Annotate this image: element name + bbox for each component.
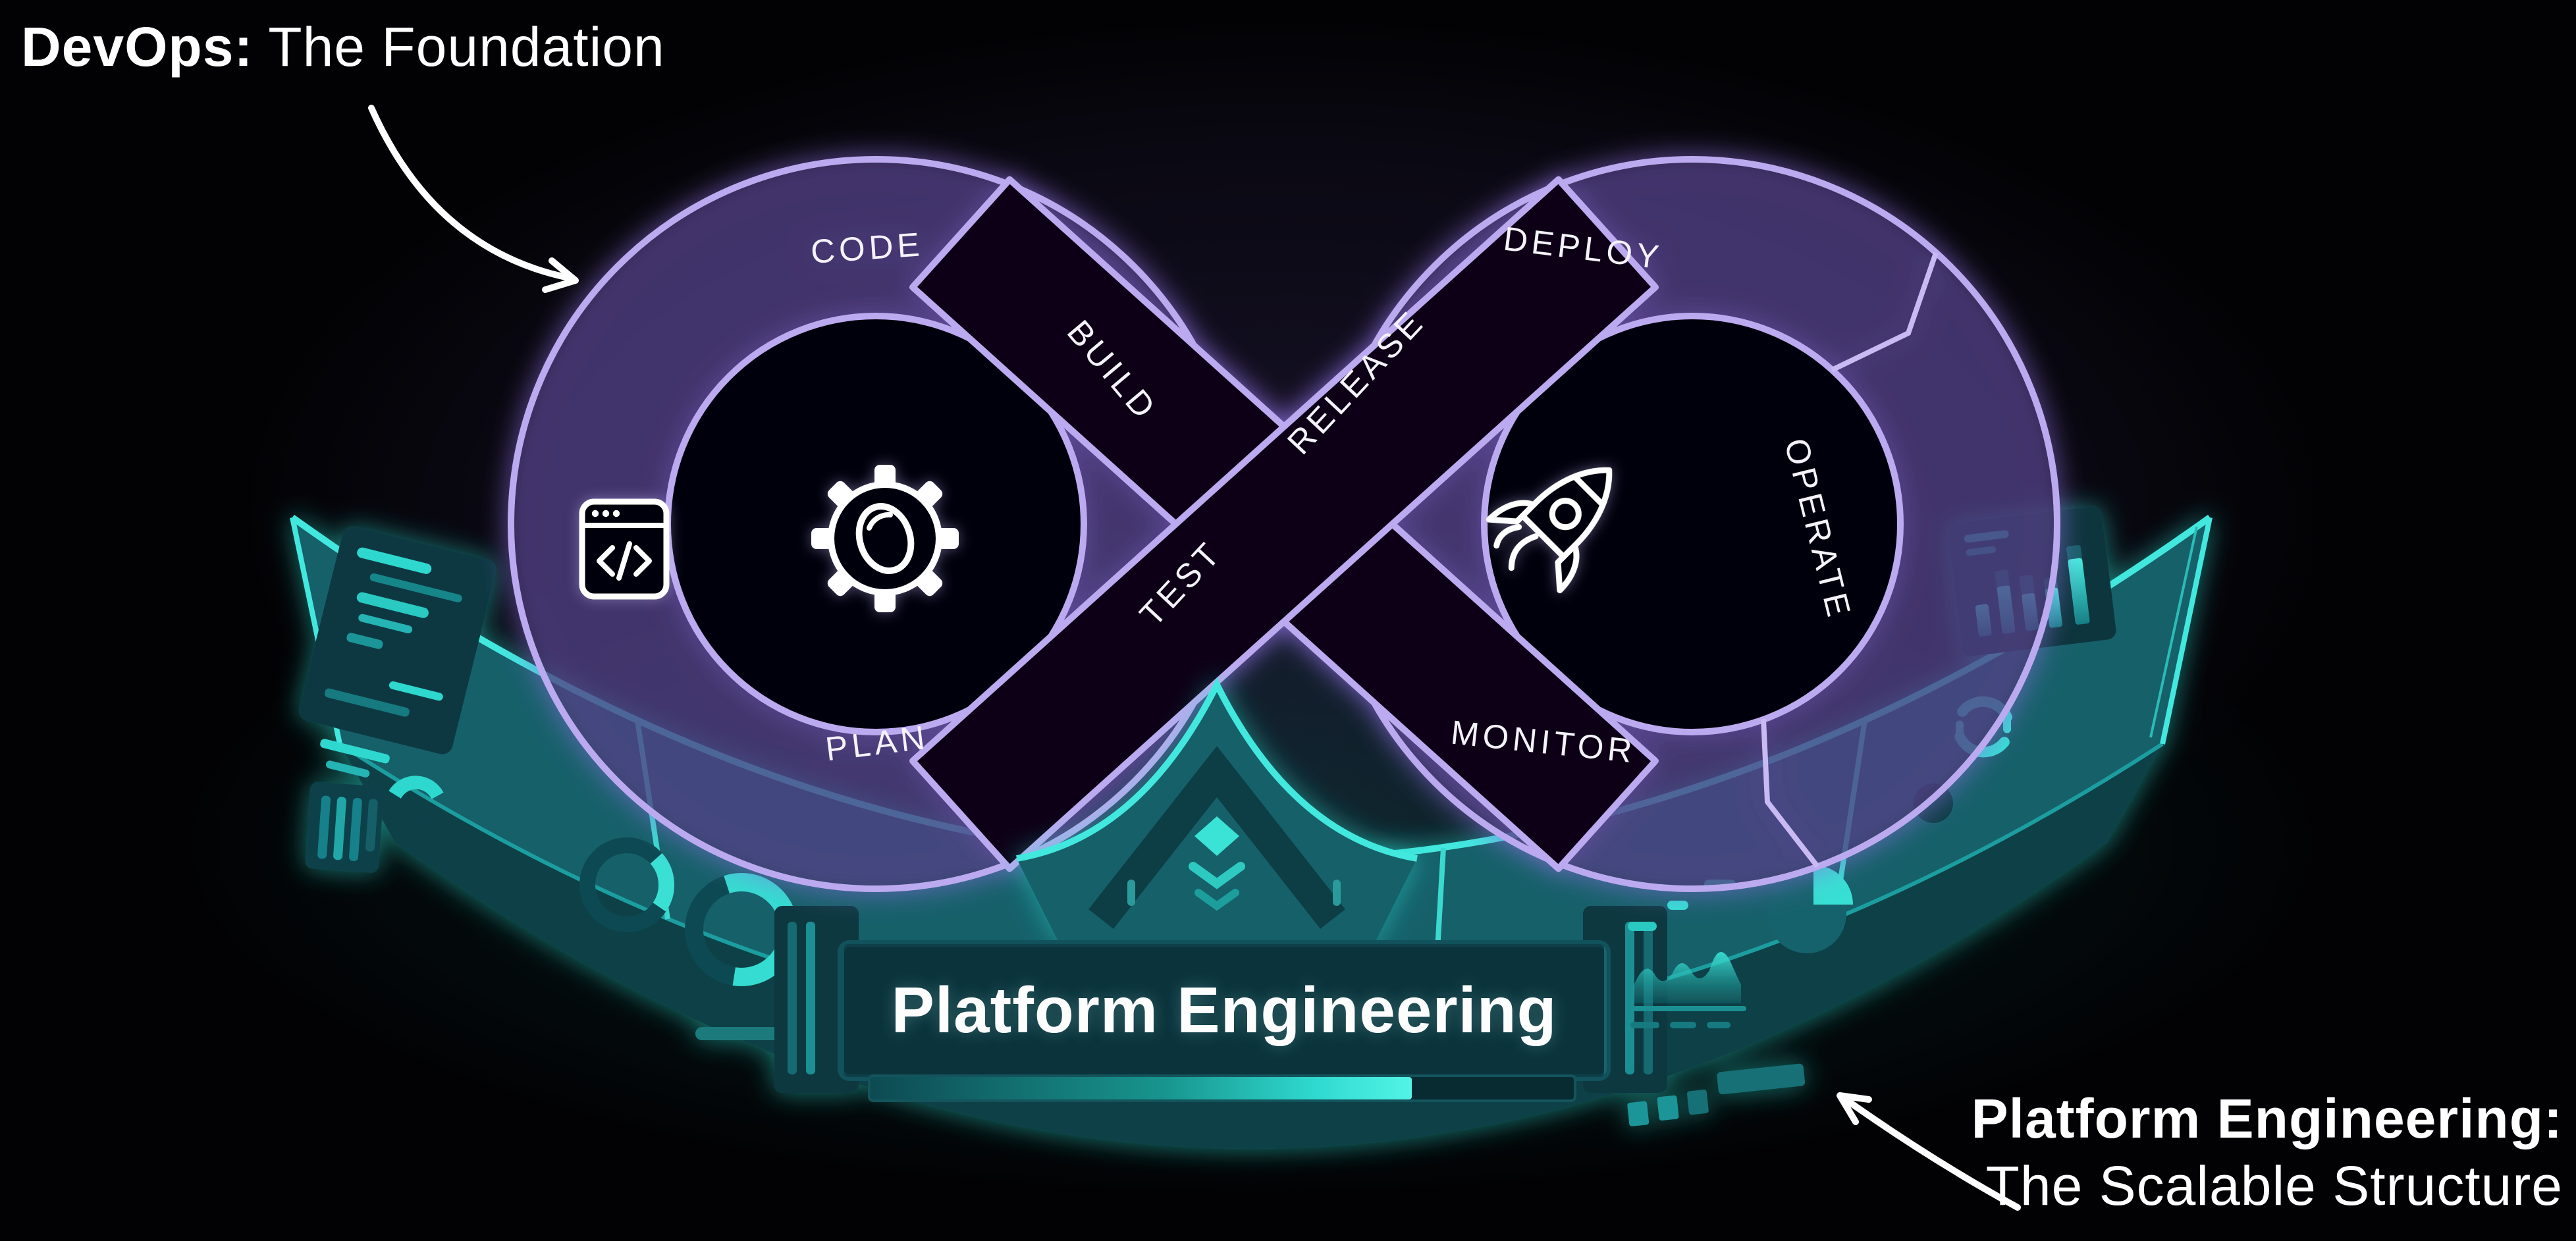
gauge-widget	[389, 776, 444, 824]
peak-inner-chevron	[1088, 746, 1345, 929]
gear-icon	[811, 465, 959, 612]
rocket-icon	[1486, 467, 1613, 594]
bottom-right-arrow	[1837, 1092, 2021, 1211]
pie-chart-widget	[1767, 865, 1853, 953]
right-ring-inner	[1481, 313, 1904, 735]
operate-monitor-divider	[1761, 718, 1820, 868]
devops-annotation-regular: The Foundation	[253, 16, 665, 78]
platform-title: Platform Engineering	[891, 975, 1557, 1046]
right-ring-hole	[1484, 316, 1900, 732]
deploy-operate-divider	[1831, 251, 1939, 373]
platform-title-panel: Platform Engineering	[838, 940, 1611, 1081]
platform-annotation-regular: The Scalable Structure	[1985, 1155, 2563, 1217]
document-list-widget	[305, 781, 384, 873]
platform-main-band	[292, 517, 2210, 1040]
platform-right-inner-line	[2149, 526, 2198, 738]
platform-right-outer-edge	[2160, 517, 2213, 745]
platform-annotation: Platform Engineering: The Scalable Struc…	[1972, 1085, 2563, 1220]
block-row-widget	[1627, 1063, 1806, 1126]
top-left-arrow	[368, 105, 579, 293]
code-window-icon	[579, 498, 670, 600]
peak-edge	[1016, 677, 1418, 862]
stage-label-code: CODE	[809, 225, 925, 271]
annotation-arrows	[368, 105, 2021, 1211]
ribbon-release-band	[909, 176, 1659, 872]
loop-icons	[579, 465, 1613, 612]
platform-progress-bar	[868, 1074, 1576, 1102]
progress-fill	[871, 1077, 1412, 1099]
platform-center-peak	[1016, 677, 1418, 943]
donut-chart-small	[579, 837, 674, 932]
platform-structure	[290, 506, 2213, 1149]
platform-annotation-bold: Platform Engineering:	[1971, 1088, 2563, 1149]
terminal-lines-card	[298, 526, 496, 873]
layers-icon	[1189, 816, 1245, 911]
peak-tick-left	[1127, 880, 1135, 906]
devops-annotation-bold: DevOps:	[21, 16, 254, 78]
peak-tick-right	[1333, 880, 1341, 906]
devops-annotation: DevOps: The Foundation	[21, 16, 665, 79]
